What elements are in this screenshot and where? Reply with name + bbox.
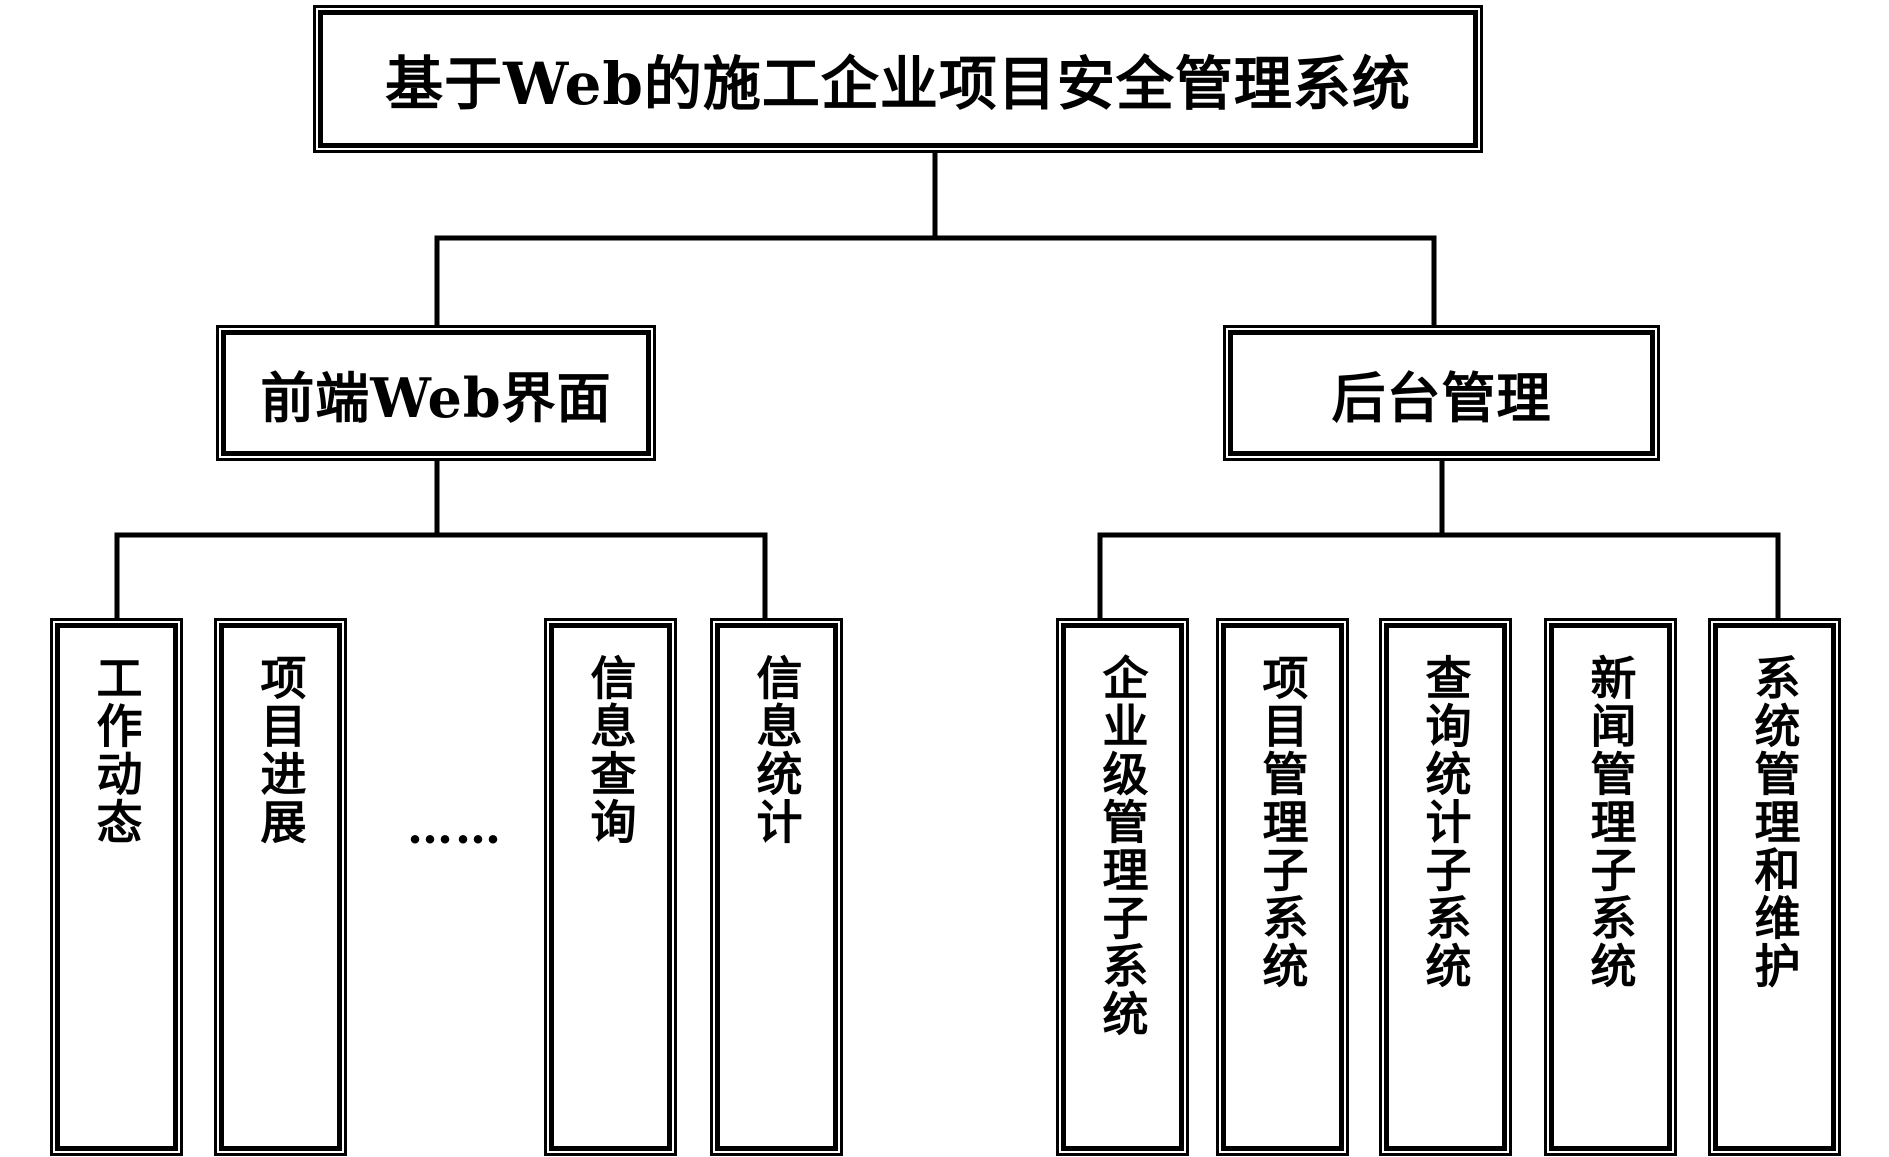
leaf-label: 信息统计 <box>749 654 804 846</box>
leaf-enterprise-subsystem: 企业级管理子系统 <box>1061 623 1184 1151</box>
leaf-work-news: 工作动态 <box>55 623 178 1151</box>
leaf-label: 查询统计子系统 <box>1418 654 1473 990</box>
leaf-query-statistics-subsystem: 查询统计子系统 <box>1384 623 1507 1151</box>
leaf-project-subsystem: 项目管理子系统 <box>1221 623 1344 1151</box>
root-node: 基于Web的施工企业项目安全管理系统 <box>318 10 1478 148</box>
leaf-label: 信息查询 <box>583 654 638 846</box>
leaf-project-progress: 项目进展 <box>219 623 342 1151</box>
backend-management-node: 后台管理 <box>1228 330 1655 456</box>
more-items-ellipsis: …… <box>407 800 503 854</box>
leaf-label: 项目管理子系统 <box>1255 654 1310 990</box>
root-label: 基于Web的施工企业项目安全管理系统 <box>385 50 1411 118</box>
backend-management-label: 后台管理 <box>1331 365 1552 430</box>
leaf-news-subsystem: 新闻管理子系统 <box>1549 623 1672 1151</box>
leaf-label: 项目进展 <box>253 654 308 846</box>
frontend-web-label: 前端Web界面 <box>260 365 612 430</box>
leaf-label: 系统管理和维护 <box>1747 654 1802 990</box>
leaf-info-statistics: 信息统计 <box>715 623 838 1151</box>
leaf-label: 新闻管理子系统 <box>1583 654 1638 990</box>
leaf-label: 工作动态 <box>89 654 144 846</box>
frontend-web-node: 前端Web界面 <box>221 330 651 456</box>
leaf-info-query: 信息查询 <box>549 623 672 1151</box>
leaf-system-maintenance: 系统管理和维护 <box>1713 623 1836 1151</box>
leaf-label: 企业级管理子系统 <box>1095 654 1150 1038</box>
